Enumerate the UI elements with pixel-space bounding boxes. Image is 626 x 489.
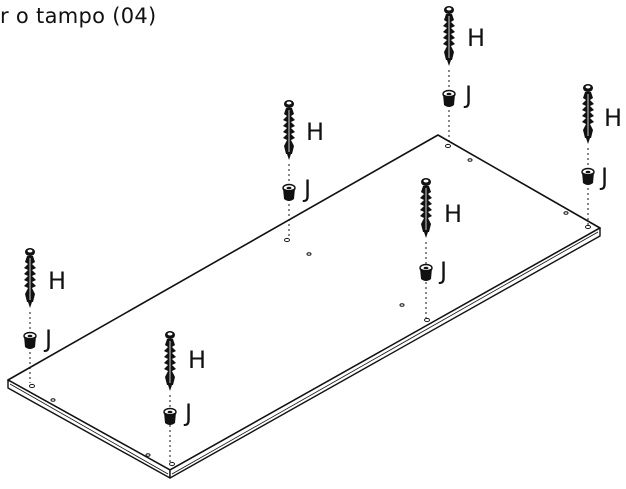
- dowel-label: H: [444, 200, 462, 228]
- nut-j-part: [442, 89, 456, 108]
- assembly-right: H J: [581, 83, 622, 225]
- table-top-board: [7, 134, 601, 479]
- nut-label: J: [302, 175, 311, 203]
- nut-j-part: [419, 263, 433, 282]
- nut-j-part: [163, 407, 177, 426]
- dowel-h-part: [442, 5, 456, 67]
- dowel-label: H: [467, 24, 485, 52]
- dowel-label: H: [604, 104, 622, 132]
- instruction-caption: r o tampo (04): [0, 4, 157, 28]
- nut-label: J: [183, 399, 192, 427]
- assembly-center: H J: [419, 177, 462, 318]
- dowel-label: H: [306, 118, 324, 146]
- nut-label: J: [438, 257, 447, 285]
- nut-label: J: [599, 163, 608, 191]
- board-holes: [29, 143, 591, 467]
- nut-j-part: [23, 331, 37, 350]
- nut-label: J: [43, 325, 52, 353]
- assembly-left: H J: [23, 247, 66, 383]
- assembly-back-top: H J: [442, 5, 485, 144]
- assembly-back-left: H J: [282, 99, 324, 238]
- dowel-label: H: [48, 267, 66, 295]
- nut-j-part: [282, 183, 296, 202]
- nut-label: J: [463, 81, 472, 109]
- dowel-h-part: [23, 247, 37, 309]
- dowel-h-part: [282, 99, 296, 161]
- dowel-label: H: [188, 346, 206, 374]
- assembly-front: H J: [163, 330, 206, 462]
- dowel-h-part: [581, 83, 595, 145]
- nut-j-part: [581, 167, 595, 186]
